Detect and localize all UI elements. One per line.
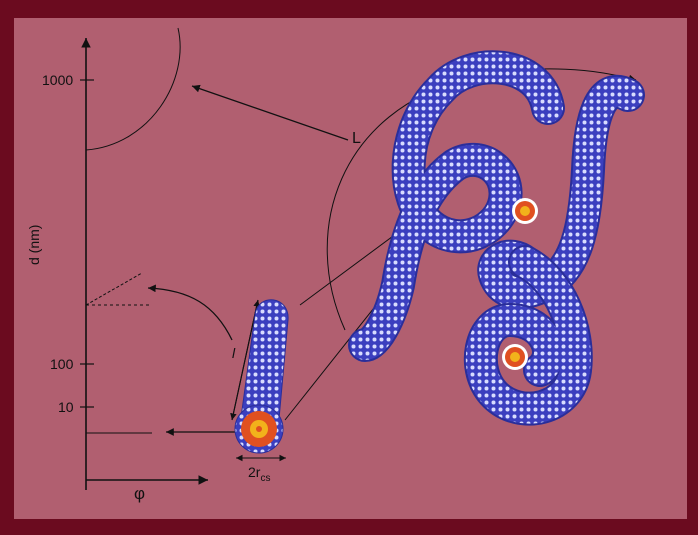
core-shell-diameter-subscript: cs [260, 473, 270, 484]
segment-cross-section [235, 405, 283, 453]
y-tick-label-100: 100 [50, 356, 73, 372]
y-tick-label-1000: 1000 [42, 72, 73, 88]
y-axis-label: d (nm) [26, 225, 42, 265]
chain-end-lower [502, 344, 528, 370]
inner-background [14, 18, 687, 519]
core-shell-diameter-label: 2rcs [248, 464, 270, 484]
x-axis-label: φ [134, 484, 145, 504]
chain-end-upper [512, 198, 538, 224]
segment-length-label: l [232, 345, 235, 361]
contour-length-label: L [352, 130, 361, 148]
y-tick-label-10: 10 [58, 399, 74, 415]
core-shell-diameter-main: 2r [248, 464, 260, 480]
